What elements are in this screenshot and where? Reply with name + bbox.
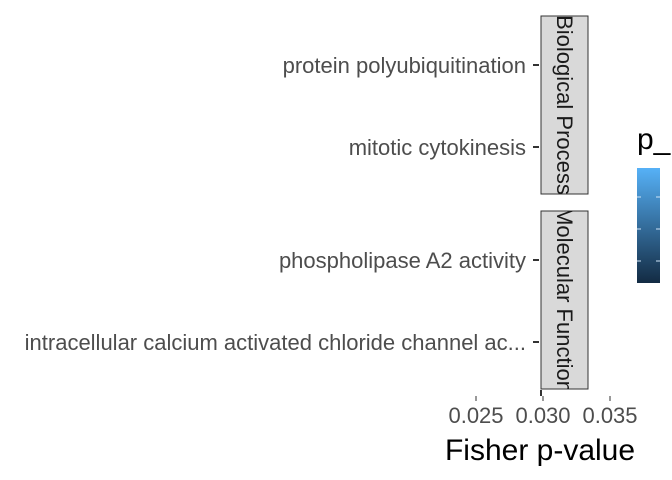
- facet-strip-label: Molecular Function: [552, 207, 577, 393]
- facet-strip: [540, 15, 589, 195]
- y-tick-label: intracellular calcium activated chloride…: [25, 330, 526, 355]
- y-tick-label: phospholipase A2 activity: [279, 248, 526, 273]
- y-tick-label: protein polyubiquitination: [283, 53, 526, 78]
- y-tick-label: mitotic cytokinesis: [349, 135, 526, 160]
- legend-colorbar: [637, 168, 660, 283]
- facet-strip-label: Biological Process: [552, 15, 577, 195]
- facet-strip: [540, 210, 589, 390]
- x-tick-label: 0.035: [582, 403, 637, 428]
- legend-title: p_: [637, 123, 672, 156]
- x-axis-title: Fisher p-value: [445, 434, 635, 467]
- legend-ticks: [637, 196, 660, 262]
- x-tick-label: 0.030: [515, 403, 570, 428]
- x-tick-label: 0.025: [448, 403, 503, 428]
